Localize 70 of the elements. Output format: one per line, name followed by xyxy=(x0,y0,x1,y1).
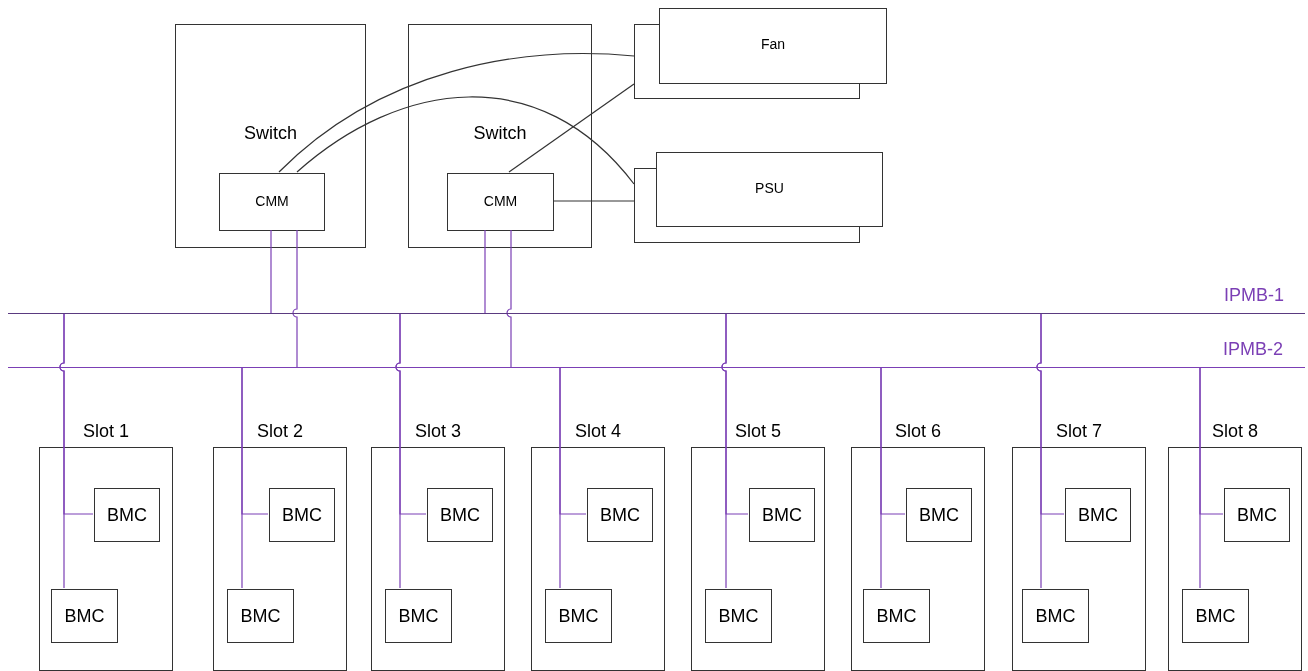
connector-line xyxy=(296,96,635,185)
bmc-box xyxy=(863,589,930,643)
bmc-label: BMC xyxy=(63,606,106,627)
module-stack xyxy=(634,8,887,100)
connector-line xyxy=(292,229,298,368)
bmc-box xyxy=(94,488,160,542)
slot-label: Slot 4 xyxy=(574,421,622,442)
cmm-box xyxy=(219,173,325,231)
bmc-label: BMC xyxy=(717,606,760,627)
bmc-label: BMC xyxy=(1077,505,1119,526)
connector-line xyxy=(278,53,635,173)
cmm-box xyxy=(447,173,554,231)
connector-line xyxy=(721,312,749,515)
bmc-label: BMC xyxy=(599,505,641,526)
slot-label: Slot 7 xyxy=(1055,421,1103,442)
slot-label: Slot 1 xyxy=(82,421,130,442)
connector-line xyxy=(1199,366,1224,515)
bmc-box xyxy=(51,589,118,643)
connector-line xyxy=(59,312,94,515)
bmc-box xyxy=(227,589,294,643)
connector-line xyxy=(552,200,635,202)
bmc-label: BMC xyxy=(918,505,960,526)
module-label: PSU xyxy=(754,180,785,196)
bus-label: IPMB-2 xyxy=(1223,339,1283,360)
module-stack xyxy=(634,152,883,244)
switch-box xyxy=(175,24,366,248)
bmc-box xyxy=(545,589,612,643)
bmc-box xyxy=(385,589,452,643)
bmc-box xyxy=(906,488,972,542)
bmc-label: BMC xyxy=(557,606,600,627)
cmm-label: CMM xyxy=(254,193,290,209)
bmc-label: BMC xyxy=(1194,606,1237,627)
bmc-label: BMC xyxy=(761,505,803,526)
bmc-box xyxy=(1065,488,1131,542)
connector-line xyxy=(395,312,427,515)
connector-line xyxy=(270,229,272,314)
slot-label: Slot 8 xyxy=(1211,421,1259,442)
bmc-label: BMC xyxy=(281,505,323,526)
bmc-box xyxy=(1182,589,1249,643)
bmc-box xyxy=(749,488,815,542)
bmc-box xyxy=(705,589,772,643)
bmc-label: BMC xyxy=(106,505,148,526)
switch-label: Switch xyxy=(243,123,298,144)
bmc-box xyxy=(1022,589,1089,643)
connector-line xyxy=(508,83,635,173)
bus-label: IPMB-1 xyxy=(1224,285,1284,306)
bmc-box xyxy=(1224,488,1290,542)
slot-label: Slot 6 xyxy=(894,421,942,442)
switch-label: Switch xyxy=(472,123,528,144)
bmc-label: BMC xyxy=(875,606,918,627)
connector-line xyxy=(241,366,269,515)
bmc-box xyxy=(427,488,493,542)
bmc-label: BMC xyxy=(1034,606,1077,627)
cmm-label: CMM xyxy=(482,193,519,209)
slot-label: Slot 3 xyxy=(414,421,462,442)
bmc-label: BMC xyxy=(439,505,481,526)
bmc-label: BMC xyxy=(239,606,282,627)
connector-line xyxy=(559,366,587,515)
slot-label: Slot 2 xyxy=(256,421,304,442)
bmc-box xyxy=(269,488,335,542)
connector-line xyxy=(484,229,486,314)
connector-line xyxy=(506,229,512,368)
slot-label: Slot 5 xyxy=(734,421,782,442)
connector-line xyxy=(880,366,906,515)
bmc-label: BMC xyxy=(397,606,440,627)
switch-box xyxy=(408,24,592,248)
module-label: Fan xyxy=(759,36,787,52)
bmc-box xyxy=(587,488,653,542)
connector-line xyxy=(1036,312,1065,515)
bmc-label: BMC xyxy=(1236,505,1278,526)
